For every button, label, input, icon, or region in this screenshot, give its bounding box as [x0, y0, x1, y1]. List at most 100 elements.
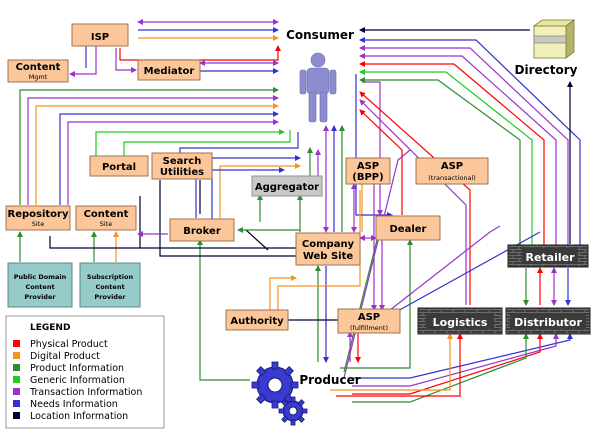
content-mgmt-sub: Mgmt — [29, 73, 48, 81]
public-domain-label-1: Public Domain — [14, 273, 67, 281]
legend-item-label: Location Information — [30, 411, 128, 422]
search-utilities-label-1: Search — [163, 156, 202, 167]
directory-label: Directory — [515, 63, 578, 77]
legend-item-label: Transaction Information — [29, 387, 142, 398]
legend-swatch — [13, 412, 20, 419]
node-distributor[interactable]: Distributor — [505, 307, 591, 335]
gears-icon — [251, 361, 308, 426]
node-asp-fulfillment[interactable]: ASP (fulfillment) — [337, 308, 401, 334]
retailer-label: Retailer — [525, 251, 575, 264]
edge-search-consumer-needs — [179, 132, 299, 155]
dealer-label: Dealer — [390, 224, 427, 235]
node-aggregator[interactable]: Aggregator — [251, 175, 323, 197]
distributor-label: Distributor — [514, 316, 582, 329]
aggregator-label: Aggregator — [255, 182, 319, 193]
subscription-label-2: Content — [95, 283, 124, 291]
logistics-label: Logistics — [433, 316, 488, 329]
edge-producer-distributor-phys — [352, 333, 543, 395]
content-site-sub: Site — [100, 220, 112, 228]
edge-consumer-retailer-tr2 — [359, 53, 557, 245]
node-dealer[interactable]: Dealer — [375, 215, 441, 241]
edge-repository-consumer-digital — [35, 103, 279, 205]
subscription-label-3: Provider — [94, 293, 126, 301]
node-isp[interactable]: ISP — [71, 23, 129, 47]
node-asp-bpp[interactable]: ASP (BPP) — [345, 157, 391, 185]
node-retailer[interactable]: Retailer — [507, 244, 589, 268]
person-icon — [299, 52, 337, 123]
node-directory[interactable]: Directory — [515, 19, 578, 77]
edge-producer-distributor-tr — [352, 333, 559, 387]
edge-consumer-retailer-product — [359, 77, 521, 245]
edge-location-broker-company — [245, 229, 269, 251]
public-domain-label-3: Provider — [24, 293, 56, 301]
node-subscription-provider[interactable]: Subscription Content Provider — [79, 262, 141, 308]
edge-repository-consumer-product — [19, 87, 279, 205]
legend-item-label: Generic Information — [30, 375, 125, 386]
node-search-utilities[interactable]: Search Utilities — [151, 152, 213, 180]
broker-label: Broker — [183, 226, 221, 237]
authority-label: Authority — [230, 316, 284, 327]
edge-consumer-retailer-tr — [359, 45, 569, 245]
node-producer[interactable]: Producer — [251, 361, 361, 426]
asp-fulfillment-label-1: ASP — [358, 312, 380, 323]
edge-search-consumer — [123, 130, 291, 156]
legend-item-label: Digital Product — [30, 351, 100, 362]
isp-label: ISP — [91, 32, 109, 43]
edge-aspfulfill-asptrans — [389, 225, 501, 311]
edge-broker-consumer-digital — [219, 163, 301, 220]
content-mgmt-label: Content — [16, 62, 61, 73]
edge-aspfulfill-retailer — [395, 231, 541, 313]
public-domain-label-2: Content — [25, 283, 54, 291]
edge-producer-logistics-digital — [330, 333, 453, 391]
legend-item-label: Product Information — [30, 363, 124, 374]
asp-fulfillment-label-2: (fulfillment) — [350, 324, 388, 332]
node-consumer[interactable]: Consumer — [286, 28, 354, 123]
repository-label: Repository — [8, 209, 69, 220]
producer-label: Producer — [299, 373, 360, 387]
content-site-label: Content — [84, 209, 129, 220]
edge-producer-dealer-info — [340, 239, 413, 369]
repository-sub: Site — [32, 220, 44, 228]
company-web-site-label-1: Company — [302, 239, 355, 250]
edge-producer-distributor-product — [352, 333, 529, 403]
asp-trans-label-2: (transactional) — [428, 174, 476, 182]
company-web-site-label-2: Web Site — [303, 251, 354, 262]
edge-consumer-retailer-generic — [359, 69, 533, 245]
node-broker[interactable]: Broker — [169, 218, 235, 242]
connections — [17, 19, 581, 403]
legend-swatch — [13, 400, 20, 407]
mediator-label: Mediator — [144, 66, 195, 77]
edge-consumer-logistics-phys — [359, 91, 471, 305]
node-content-site[interactable]: Content Site — [75, 205, 137, 231]
node-company-web-site[interactable]: Company Web Site — [295, 232, 361, 266]
legend-swatch — [13, 340, 20, 347]
edge-isp-consumer-physical — [119, 45, 281, 61]
edge-location-search — [159, 180, 296, 257]
node-content-mgmt[interactable]: Content Mgmt — [7, 59, 69, 83]
node-portal[interactable]: Portal — [89, 155, 149, 177]
edge-producer-broker — [197, 239, 250, 381]
legend-item-label: Needs Information — [30, 399, 118, 410]
edge-consumer-logistics-tr — [359, 99, 467, 305]
edge-location-bus — [49, 236, 296, 249]
edge-repository-consumer-transaction — [27, 95, 279, 205]
edge-producer-dealer-tr — [343, 149, 411, 379]
portal-label: Portal — [102, 162, 136, 173]
edge-producer-distributor-needs — [352, 333, 573, 379]
node-logistics[interactable]: Logistics — [417, 307, 503, 335]
node-authority[interactable]: Authority — [225, 309, 289, 331]
node-asp-transactional[interactable]: ASP (transactional) — [415, 157, 489, 185]
node-mediator[interactable]: Mediator — [137, 59, 201, 81]
node-public-domain-provider[interactable]: Public Domain Content Provider — [7, 262, 73, 308]
edge-consumer-retailer-needs — [359, 37, 581, 245]
edge-producer-logistics-phys — [336, 333, 463, 397]
legend-title: LEGEND — [30, 323, 70, 333]
asp-trans-label-1: ASP — [441, 161, 463, 172]
node-repository-site[interactable]: Repository Site — [5, 205, 71, 231]
edge-consumer-retailer-phys — [359, 61, 545, 245]
subscription-label-1: Subscription — [87, 273, 134, 281]
